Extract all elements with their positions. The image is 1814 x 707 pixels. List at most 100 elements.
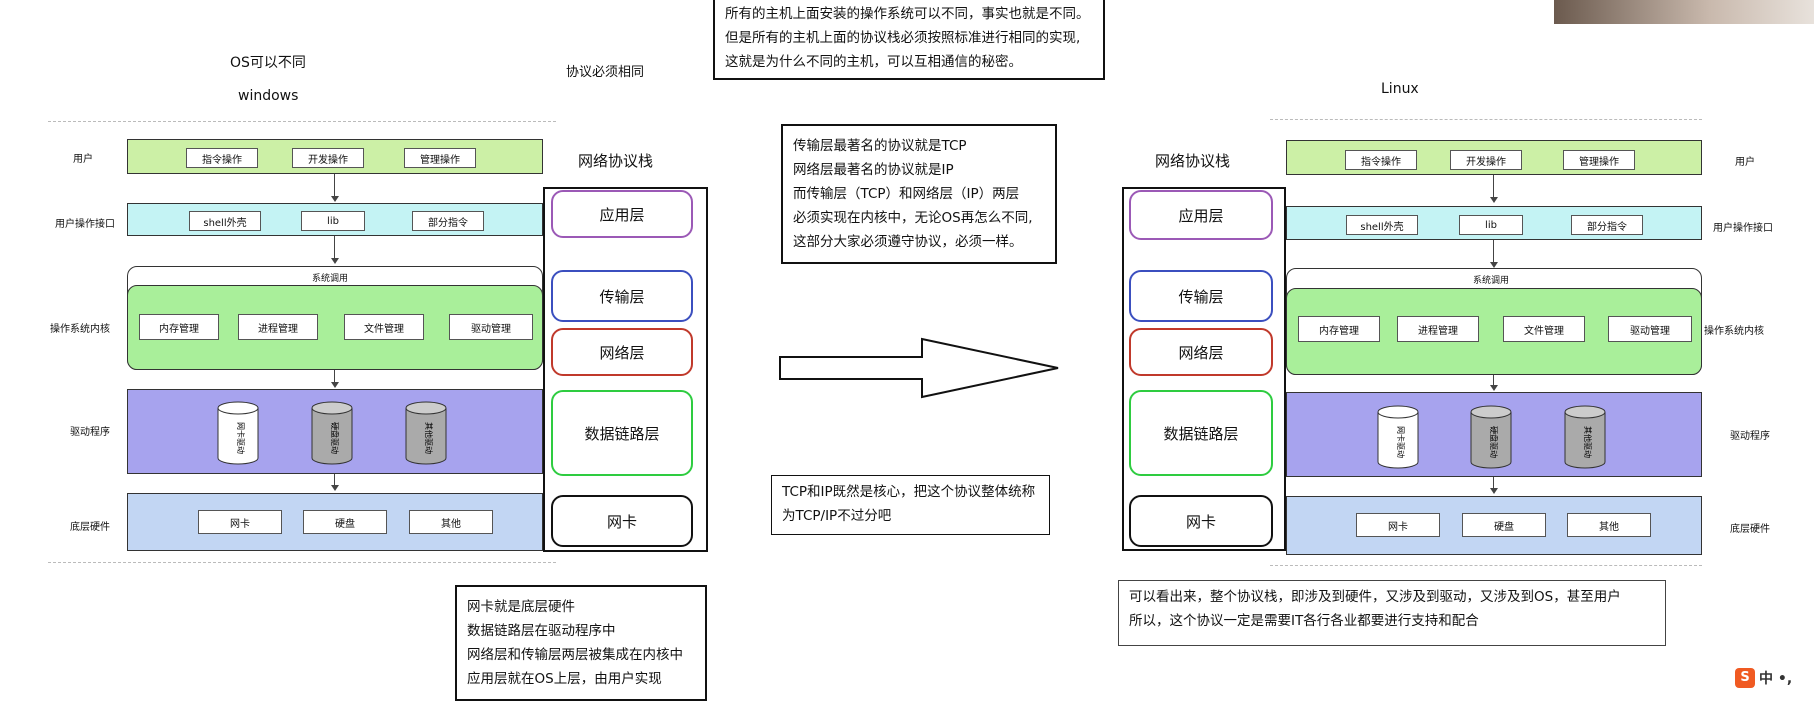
- right-iface-item: lib: [1459, 215, 1523, 235]
- left-arrow-head: [331, 196, 339, 202]
- right-arrow-head: [1490, 197, 1498, 203]
- right-stack-title: 网络协议栈: [1155, 150, 1230, 171]
- right-kernel-item: 进程管理: [1397, 316, 1479, 342]
- note-bottom-right-line: 可以看出来，整个协议栈，即涉及到硬件，又涉及到驱动，又涉及到OS，甚至用户: [1129, 585, 1655, 609]
- left-protocol-same: 协议必须相同: [566, 61, 644, 80]
- right-label-hardware: 底层硬件: [1730, 520, 1770, 535]
- left-user-item: 管理操作: [404, 148, 476, 168]
- right-hw-item: 网卡: [1356, 513, 1440, 537]
- left-stack-network: 网络层: [551, 328, 693, 376]
- right-driver-cylinder: 硬盘驱动: [1469, 404, 1513, 470]
- note-mid-line: 网络层最著名的协议就是IP: [793, 158, 1045, 182]
- right-arrow-head: [1490, 488, 1498, 494]
- note-bottom-right: 可以看出来，整个协议栈，即涉及到硬件，又涉及到驱动，又涉及到OS，甚至用户 所以…: [1118, 580, 1666, 646]
- left-stack-transport: 传输层: [551, 270, 693, 322]
- note-tcpip-line: TCP和IP既然是核心，把这个协议整体统称: [782, 480, 1039, 504]
- left-arrow-line: [334, 236, 335, 258]
- right-arrow-head: [1490, 385, 1498, 391]
- right-syscall-label: 系统调用: [1473, 273, 1509, 286]
- left-hw-item: 网卡: [198, 510, 282, 534]
- right-stack-nic: 网卡: [1129, 495, 1273, 547]
- left-driver-label: 硬盘驱动: [330, 422, 340, 454]
- left-kernel-item: 进程管理: [238, 314, 318, 340]
- right-hw-item: 其他: [1567, 513, 1651, 537]
- right-top-dashed-line: [1270, 119, 1702, 120]
- right-label-user: 用户: [1735, 153, 1755, 168]
- left-user-item: 指令操作: [186, 148, 258, 168]
- left-kernel-item: 文件管理: [344, 314, 424, 340]
- left-iface-item: shell外壳: [189, 211, 261, 231]
- left-label-user: 用户: [73, 150, 93, 165]
- sogou-logo-icon: S: [1735, 668, 1755, 688]
- note-mid-line: 传输层最著名的协议就是TCP: [793, 134, 1045, 158]
- right-user-item: 管理操作: [1563, 150, 1635, 170]
- right-driver-label: 网卡驱动: [1396, 426, 1406, 458]
- right-stack-transport: 传输层: [1129, 270, 1273, 322]
- left-arrow-head: [331, 382, 339, 388]
- left-stack-nic: 网卡: [551, 495, 693, 547]
- note-bottom-left-line: 数据链路层在驱动程序中: [467, 619, 695, 643]
- right-kernel-item: 驱动管理: [1608, 316, 1692, 342]
- left-arrow-head: [331, 258, 339, 264]
- right-driver-label: 硬盘驱动: [1489, 426, 1499, 458]
- ime-indicator-icon[interactable]: S 中 •,: [1735, 664, 1814, 692]
- right-bottom-dashed-line: [1270, 565, 1702, 566]
- note-top-line: 但是所有的主机上面的协议栈必须按照标准进行相同的实现,: [725, 26, 1093, 50]
- left-iface-item: 部分指令: [412, 211, 484, 231]
- note-bottom-left: 网卡就是底层硬件 数据链路层在驱动程序中 网络层和传输层两层被集成在内核中 应用…: [455, 585, 707, 701]
- right-kernel-item: 文件管理: [1503, 316, 1585, 342]
- right-iface-item: 部分指令: [1571, 215, 1643, 235]
- left-stack-title: 网络协议栈: [578, 150, 653, 171]
- left-label-driver: 驱动程序: [70, 423, 110, 438]
- right-driver-cylinder: 其他驱动: [1563, 404, 1607, 470]
- right-driver-label: 其他驱动: [1583, 426, 1593, 458]
- left-iface-item: lib: [301, 211, 365, 231]
- note-bottom-left-line: 网络层和传输层两层被集成在内核中: [467, 643, 695, 667]
- left-os-heading: OS可以不同: [230, 52, 306, 72]
- left-driver-label: 网卡驱动: [236, 422, 246, 454]
- right-label-user-iface: 用户操作接口: [1713, 219, 1773, 234]
- left-arrow-line: [334, 174, 335, 196]
- note-bottom-left-line: 应用层就在OS上层，由用户实现: [467, 667, 695, 691]
- left-user-item: 开发操作: [292, 148, 364, 168]
- left-hw-item: 其他: [409, 510, 493, 534]
- left-kernel-item: 内存管理: [139, 314, 219, 340]
- webcam-overlay: [1554, 0, 1814, 24]
- left-syscall-label: 系统调用: [312, 271, 348, 284]
- left-label-hardware: 底层硬件: [70, 518, 110, 533]
- left-stack-datalink: 数据链路层: [551, 390, 693, 476]
- note-top-line: 这就是为什么不同的主机，可以互相通信的秘密。: [725, 50, 1093, 74]
- left-kernel-item: 驱动管理: [449, 314, 533, 340]
- left-hw-item: 硬盘: [303, 510, 387, 534]
- note-mid-line: 必须实现在内核中，无论OS再怎么不同,: [793, 206, 1045, 230]
- right-kernel-item: 内存管理: [1298, 316, 1380, 342]
- left-bottom-dashed-line: [48, 562, 556, 563]
- note-mid-line: 这部分大家必须遵守协议，必须一样。: [793, 230, 1045, 254]
- right-label-driver: 驱动程序: [1730, 427, 1770, 442]
- note-bottom-right-line: 所以，这个协议一定是需要IT各行各业都要进行支持和配合: [1129, 609, 1655, 633]
- note-bottom-left-line: 网卡就是底层硬件: [467, 595, 695, 619]
- right-driver-cylinder: 网卡驱动: [1376, 404, 1420, 470]
- note-tcpip-line: 为TCP/IP不过分吧: [782, 504, 1039, 528]
- right-label-kernel: 操作系统内核: [1704, 322, 1764, 337]
- left-os-name: windows: [238, 88, 298, 104]
- right-user-item: 指令操作: [1345, 150, 1417, 170]
- right-iface-item: shell外壳: [1346, 215, 1418, 235]
- left-driver-cylinder: 硬盘驱动: [310, 400, 354, 466]
- right-stack-datalink: 数据链路层: [1129, 390, 1273, 476]
- left-driver-cylinder: 网卡驱动: [216, 400, 260, 466]
- right-stack-app: 应用层: [1129, 190, 1273, 240]
- note-mid: 传输层最著名的协议就是TCP 网络层最著名的协议就是IP 而传输层（TCP）和网…: [781, 124, 1057, 264]
- right-stack-network: 网络层: [1129, 328, 1273, 376]
- right-arrow-line: [1493, 175, 1494, 197]
- left-top-dashed-line: [48, 121, 556, 122]
- note-top: 所有的主机上面安装的操作系统可以不同，事实也就是不同。 但是所有的主机上面的协议…: [713, 0, 1105, 80]
- note-tcpip: TCP和IP既然是核心，把这个协议整体统称 为TCP/IP不过分吧: [771, 475, 1050, 535]
- left-arrow-head: [331, 485, 339, 491]
- right-arrow-line: [1493, 240, 1494, 262]
- note-top-line: 所有的主机上面安装的操作系统可以不同，事实也就是不同。: [725, 2, 1093, 26]
- left-label-kernel: 操作系统内核: [50, 320, 110, 335]
- right-user-item: 开发操作: [1450, 150, 1522, 170]
- big-right-arrow: [776, 313, 1066, 423]
- left-driver-cylinder: 其他驱动: [404, 400, 448, 466]
